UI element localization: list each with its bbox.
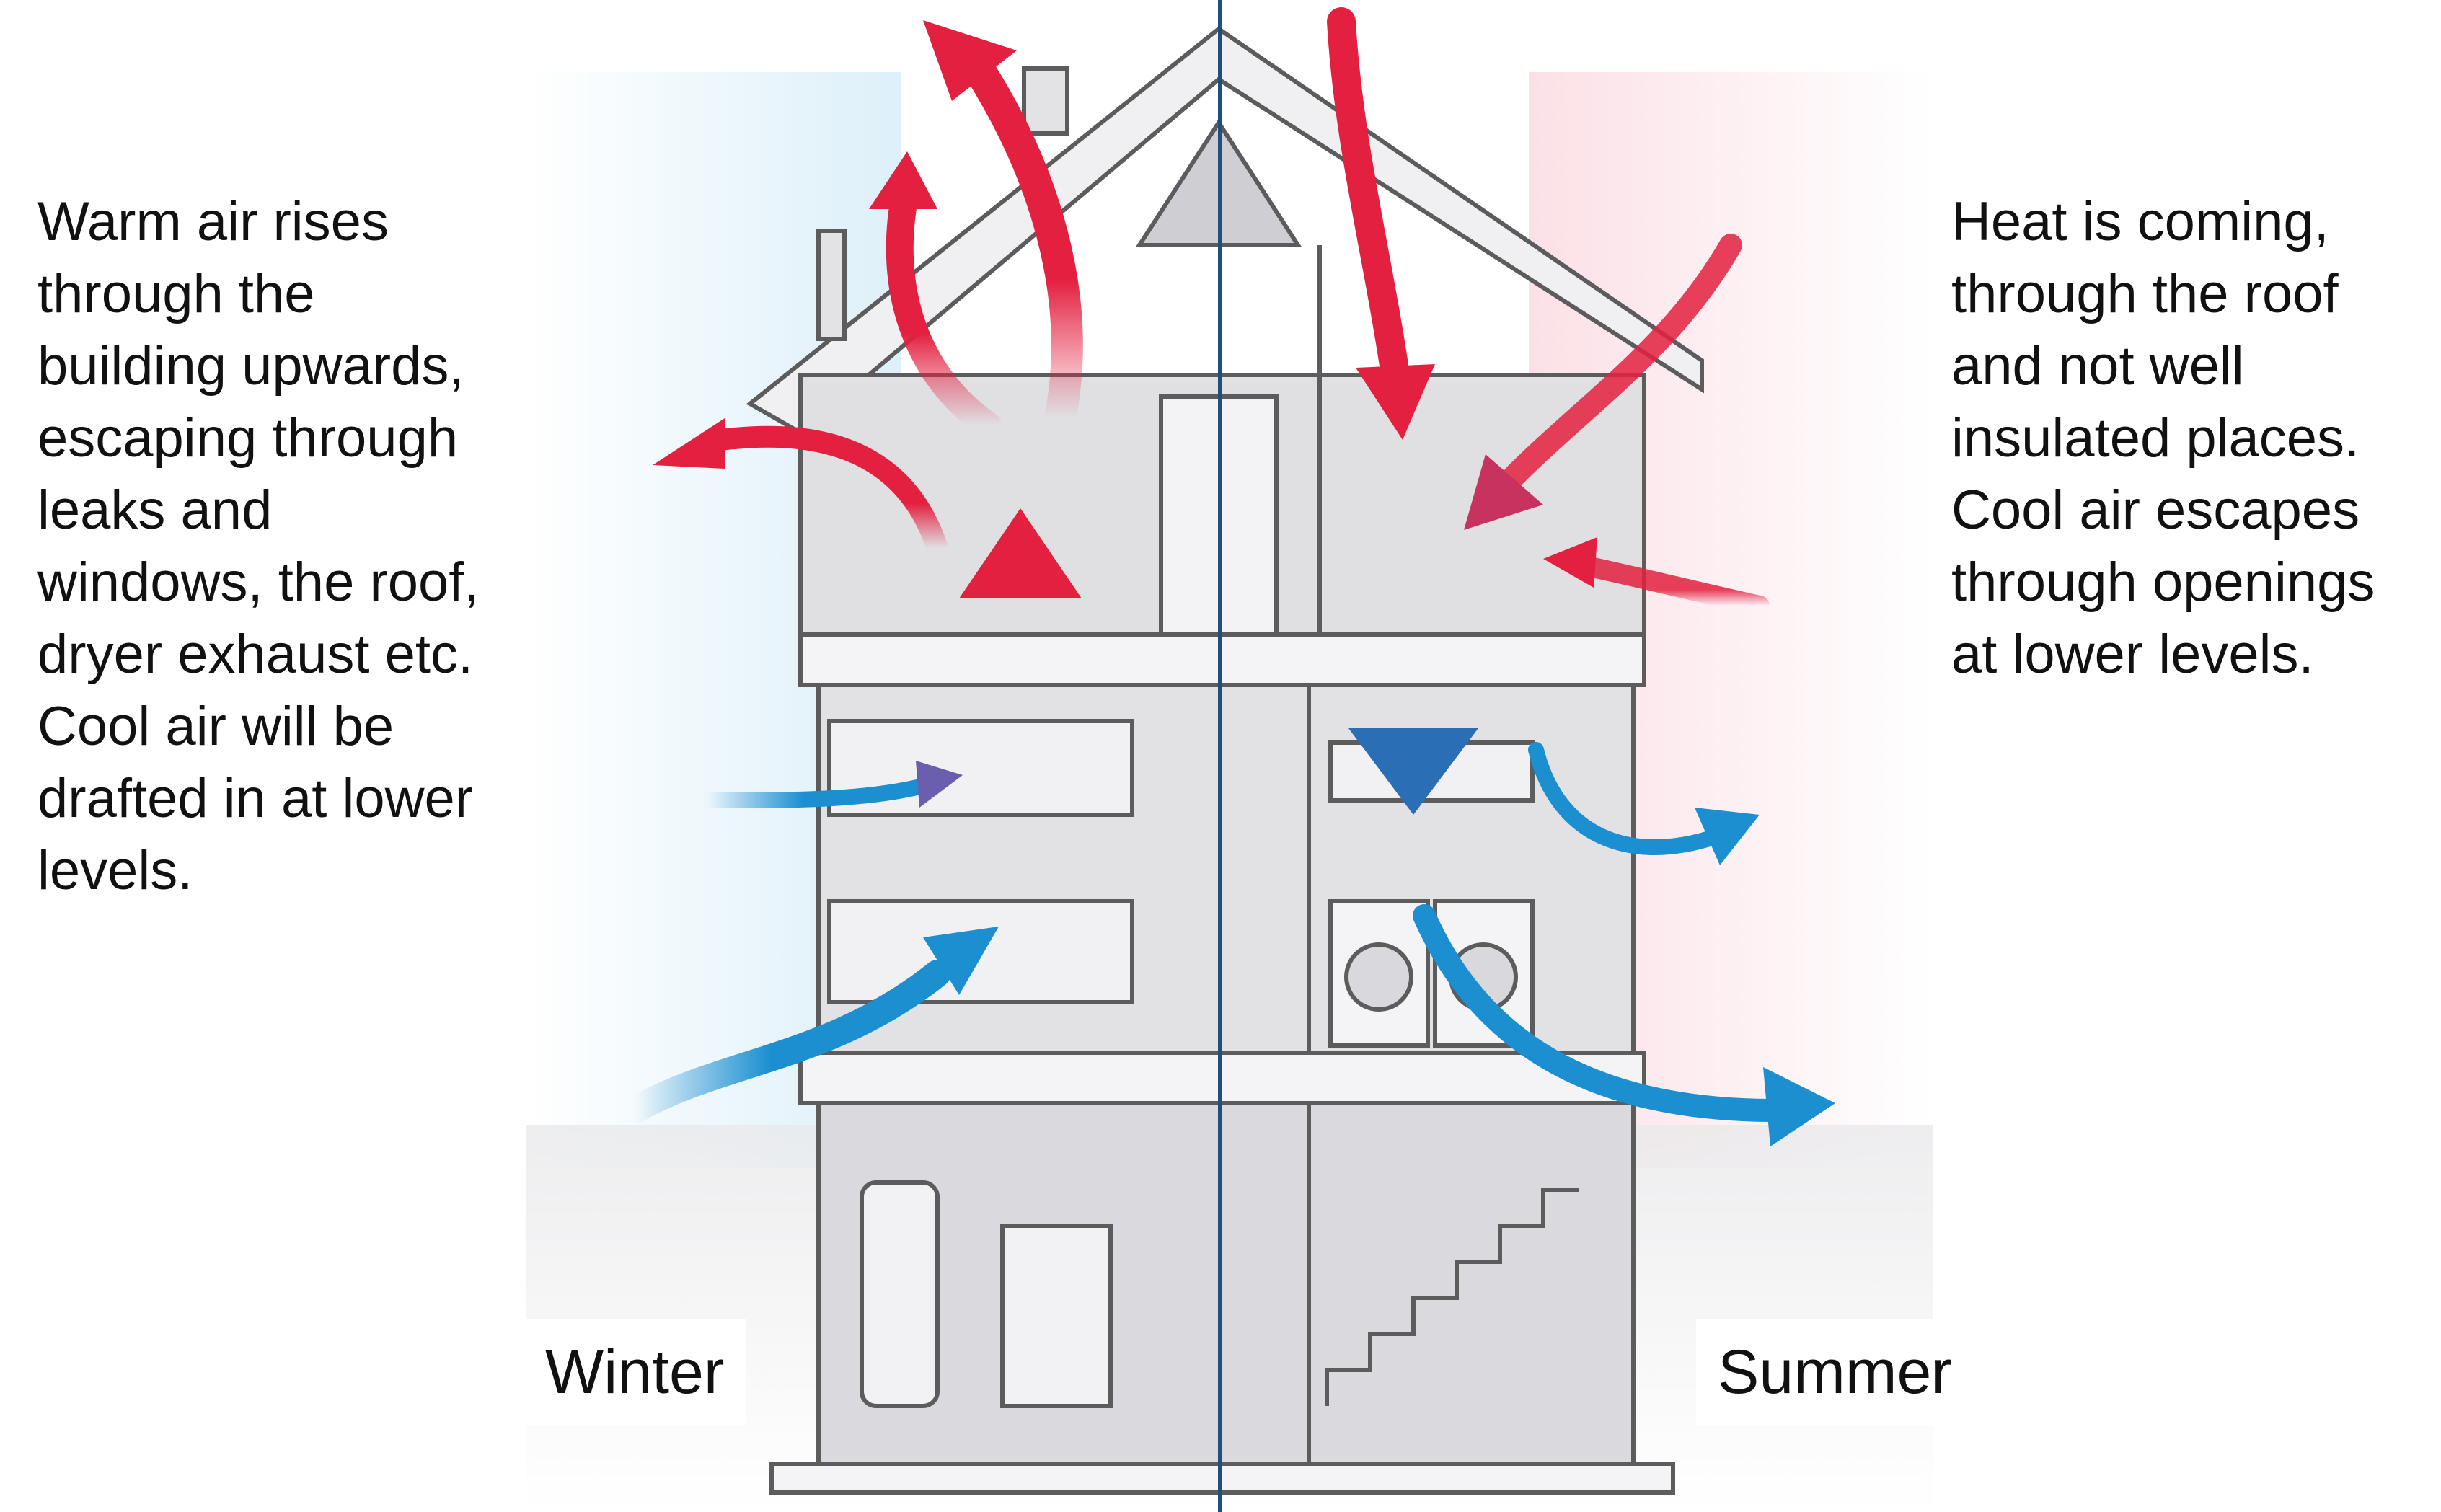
warm-air-arrow-icon — [965, 56, 1083, 434]
winter-airflow — [621, 20, 1083, 1124]
cool-air-arrow-icon — [1695, 808, 1760, 865]
warm-air-arrow-icon — [923, 20, 1017, 101]
cool-air-arrow-icon — [621, 960, 951, 1124]
warm-air-arrow-icon — [886, 181, 1002, 439]
basement-stairs — [1325, 1188, 1579, 1406]
warm-air-arrow-icon — [1576, 556, 1770, 616]
kitchen-cabinets — [827, 719, 1134, 817]
water-heater — [860, 1180, 940, 1408]
furnace — [1000, 1224, 1113, 1408]
warm-air-arrow-icon — [1327, 7, 1410, 389]
warm-air-arrow-icon — [869, 151, 937, 209]
warm-air-arrow-icon — [1543, 537, 1597, 588]
washer-door — [1344, 942, 1413, 1012]
cool-air-arrow-icon — [916, 761, 963, 808]
cool-air-arrow-icon — [1348, 728, 1478, 815]
winter-label: Winter — [524, 1319, 746, 1425]
warm-air-arrow-icon — [959, 508, 1082, 598]
summer-label: Summer — [1696, 1319, 1974, 1425]
warm-air-arrow-icon — [1503, 234, 1742, 487]
basement — [816, 1101, 1636, 1466]
summer-airflow — [1327, 7, 1835, 1146]
winter-caption: Warm air rises through the building upwa… — [37, 191, 480, 901]
chimney — [1022, 66, 1069, 136]
warm-air-arrow-icon — [1464, 454, 1543, 530]
cool-air-arrow-icon — [1763, 1067, 1835, 1146]
cool-air-arrow-icon — [923, 927, 999, 995]
summer-caption: Heat is coming, through the roof and not… — [1951, 191, 2375, 685]
vent-pipe — [816, 229, 847, 341]
cool-air-arrow-icon — [699, 778, 931, 808]
cool-air-arrow-icon — [1413, 904, 1785, 1122]
warm-air-arrow-icon — [653, 418, 725, 469]
warm-air-arrow-icon — [710, 425, 948, 559]
cool-air-arrow-icon — [1528, 742, 1724, 855]
warm-air-arrow-icon — [1356, 364, 1435, 440]
